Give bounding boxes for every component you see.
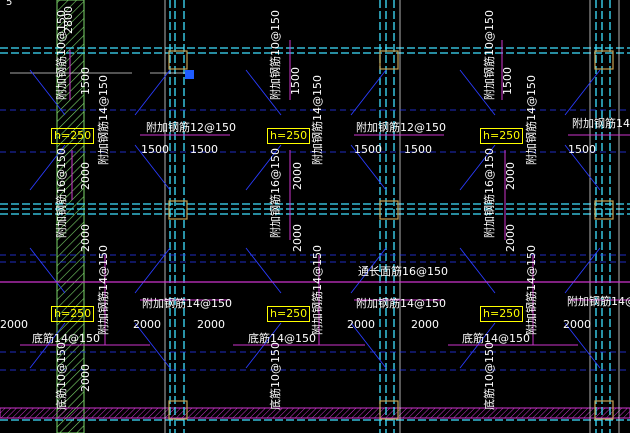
rebar-label: 附加钢筋14@150 <box>525 75 538 165</box>
column-node <box>379 400 399 420</box>
dimension-text: 1500 <box>141 143 169 156</box>
rebar-label: 附加钢筋12@150 <box>356 121 446 134</box>
rebar-label: 底筋10@150 <box>269 342 282 410</box>
rebar-label: 附加钢筋14@150 <box>311 245 324 335</box>
support-line <box>245 144 282 191</box>
support-line <box>564 322 601 369</box>
column-node <box>594 200 614 220</box>
column-node <box>168 400 188 420</box>
dimension-text: 1500 <box>79 67 92 95</box>
support-line <box>350 247 387 294</box>
support-line <box>350 144 387 191</box>
rebar-label: 附加钢筋14@150 <box>142 297 232 310</box>
rebar-label: 附加钢筋16@150 <box>483 148 496 238</box>
support-line <box>564 144 601 191</box>
dimension-text: 2000 <box>79 364 92 392</box>
dimension-text: 2000 <box>79 162 92 190</box>
dimension-text: 2000 <box>347 318 375 331</box>
rebar-label: 附加钢筋10@150 <box>483 10 496 100</box>
column-node <box>168 50 188 70</box>
support-line <box>29 69 66 116</box>
rebar-label: 附加钢筋10@150 <box>269 10 282 100</box>
rebar-label: 底筋14@150 <box>248 332 316 345</box>
support-line <box>459 144 496 191</box>
rebar-label: 附加钢筋12@150 <box>146 121 236 134</box>
hatched-beam-band <box>0 407 630 419</box>
rebar-label: 附加钢筋14@150 <box>97 75 110 165</box>
slab-thickness-label: h=250 <box>480 306 524 322</box>
rebar-label: 附加钢筋14@150 <box>567 295 630 308</box>
slab-thickness-label: h=250 <box>267 128 311 144</box>
dimension-text: 2800 <box>62 6 75 34</box>
slab-thickness-label: h=250 <box>480 128 524 144</box>
rebar-label: 通长面筋16@150 <box>358 265 448 278</box>
column-node <box>594 400 614 420</box>
dimension-text: 1500 <box>190 143 218 156</box>
dimension-text: 1500 <box>289 67 302 95</box>
column-node <box>379 50 399 70</box>
dimension-text: 1500 <box>404 143 432 156</box>
support-line <box>245 69 282 116</box>
dimension-text: 2000 <box>411 318 439 331</box>
support-line <box>564 69 601 116</box>
support-line <box>564 247 601 294</box>
slab-thickness-label: h=250 <box>51 306 95 322</box>
dimension-text: 2000 <box>504 224 517 252</box>
rebar-label: 附加钢筋14@150 <box>356 297 446 310</box>
column-node <box>379 200 399 220</box>
support-line <box>29 144 66 191</box>
dimension-text: 1500 <box>568 143 596 156</box>
rebar-label: 底筋14@150 <box>32 332 100 345</box>
dimension-text: 2000 <box>79 224 92 252</box>
rebar-label: 附加钢筋14@150 <box>97 245 110 335</box>
support-line <box>134 144 171 191</box>
support-line <box>350 322 387 369</box>
column-node <box>168 200 188 220</box>
support-line <box>29 247 66 294</box>
rebar-label: 附加钢筋14@150 <box>525 245 538 335</box>
dimension-text: 2000 <box>563 318 591 331</box>
rebar-label: 底筋14@150 <box>462 332 530 345</box>
support-line <box>459 247 496 294</box>
dimension-text: 2000 <box>504 162 517 190</box>
rebar-label: 附加钢筋14@150 <box>311 75 324 165</box>
support-line <box>134 69 171 116</box>
column-node <box>594 50 614 70</box>
dimension-text: 2000 <box>133 318 161 331</box>
support-line <box>350 69 387 116</box>
slab-thickness-label: h=250 <box>51 128 95 144</box>
dimension-text: 2000 <box>197 318 225 331</box>
slab-thickness-label: h=250 <box>267 306 311 322</box>
corner-label: 5 <box>6 0 13 8</box>
support-line <box>459 69 496 116</box>
dimension-text: 2000 <box>291 162 304 190</box>
support-line <box>245 247 282 294</box>
rebar-label: 底筋10@150 <box>55 342 68 410</box>
dimension-text: 2000 <box>0 318 28 331</box>
support-line <box>134 322 171 369</box>
dimension-text: 1500 <box>501 67 514 95</box>
rebar-label: 附加钢筋16@150 <box>269 148 282 238</box>
rebar-label: 附加钢筋16@150 <box>55 148 68 238</box>
dimension-text: 1500 <box>354 143 382 156</box>
dimension-text: 2000 <box>291 224 304 252</box>
rebar-label: 底筋10@150 <box>483 342 496 410</box>
selection-grip-handle[interactable] <box>185 70 194 79</box>
rebar-label: 附加钢筋14@150 <box>572 117 630 130</box>
support-line <box>134 247 171 294</box>
